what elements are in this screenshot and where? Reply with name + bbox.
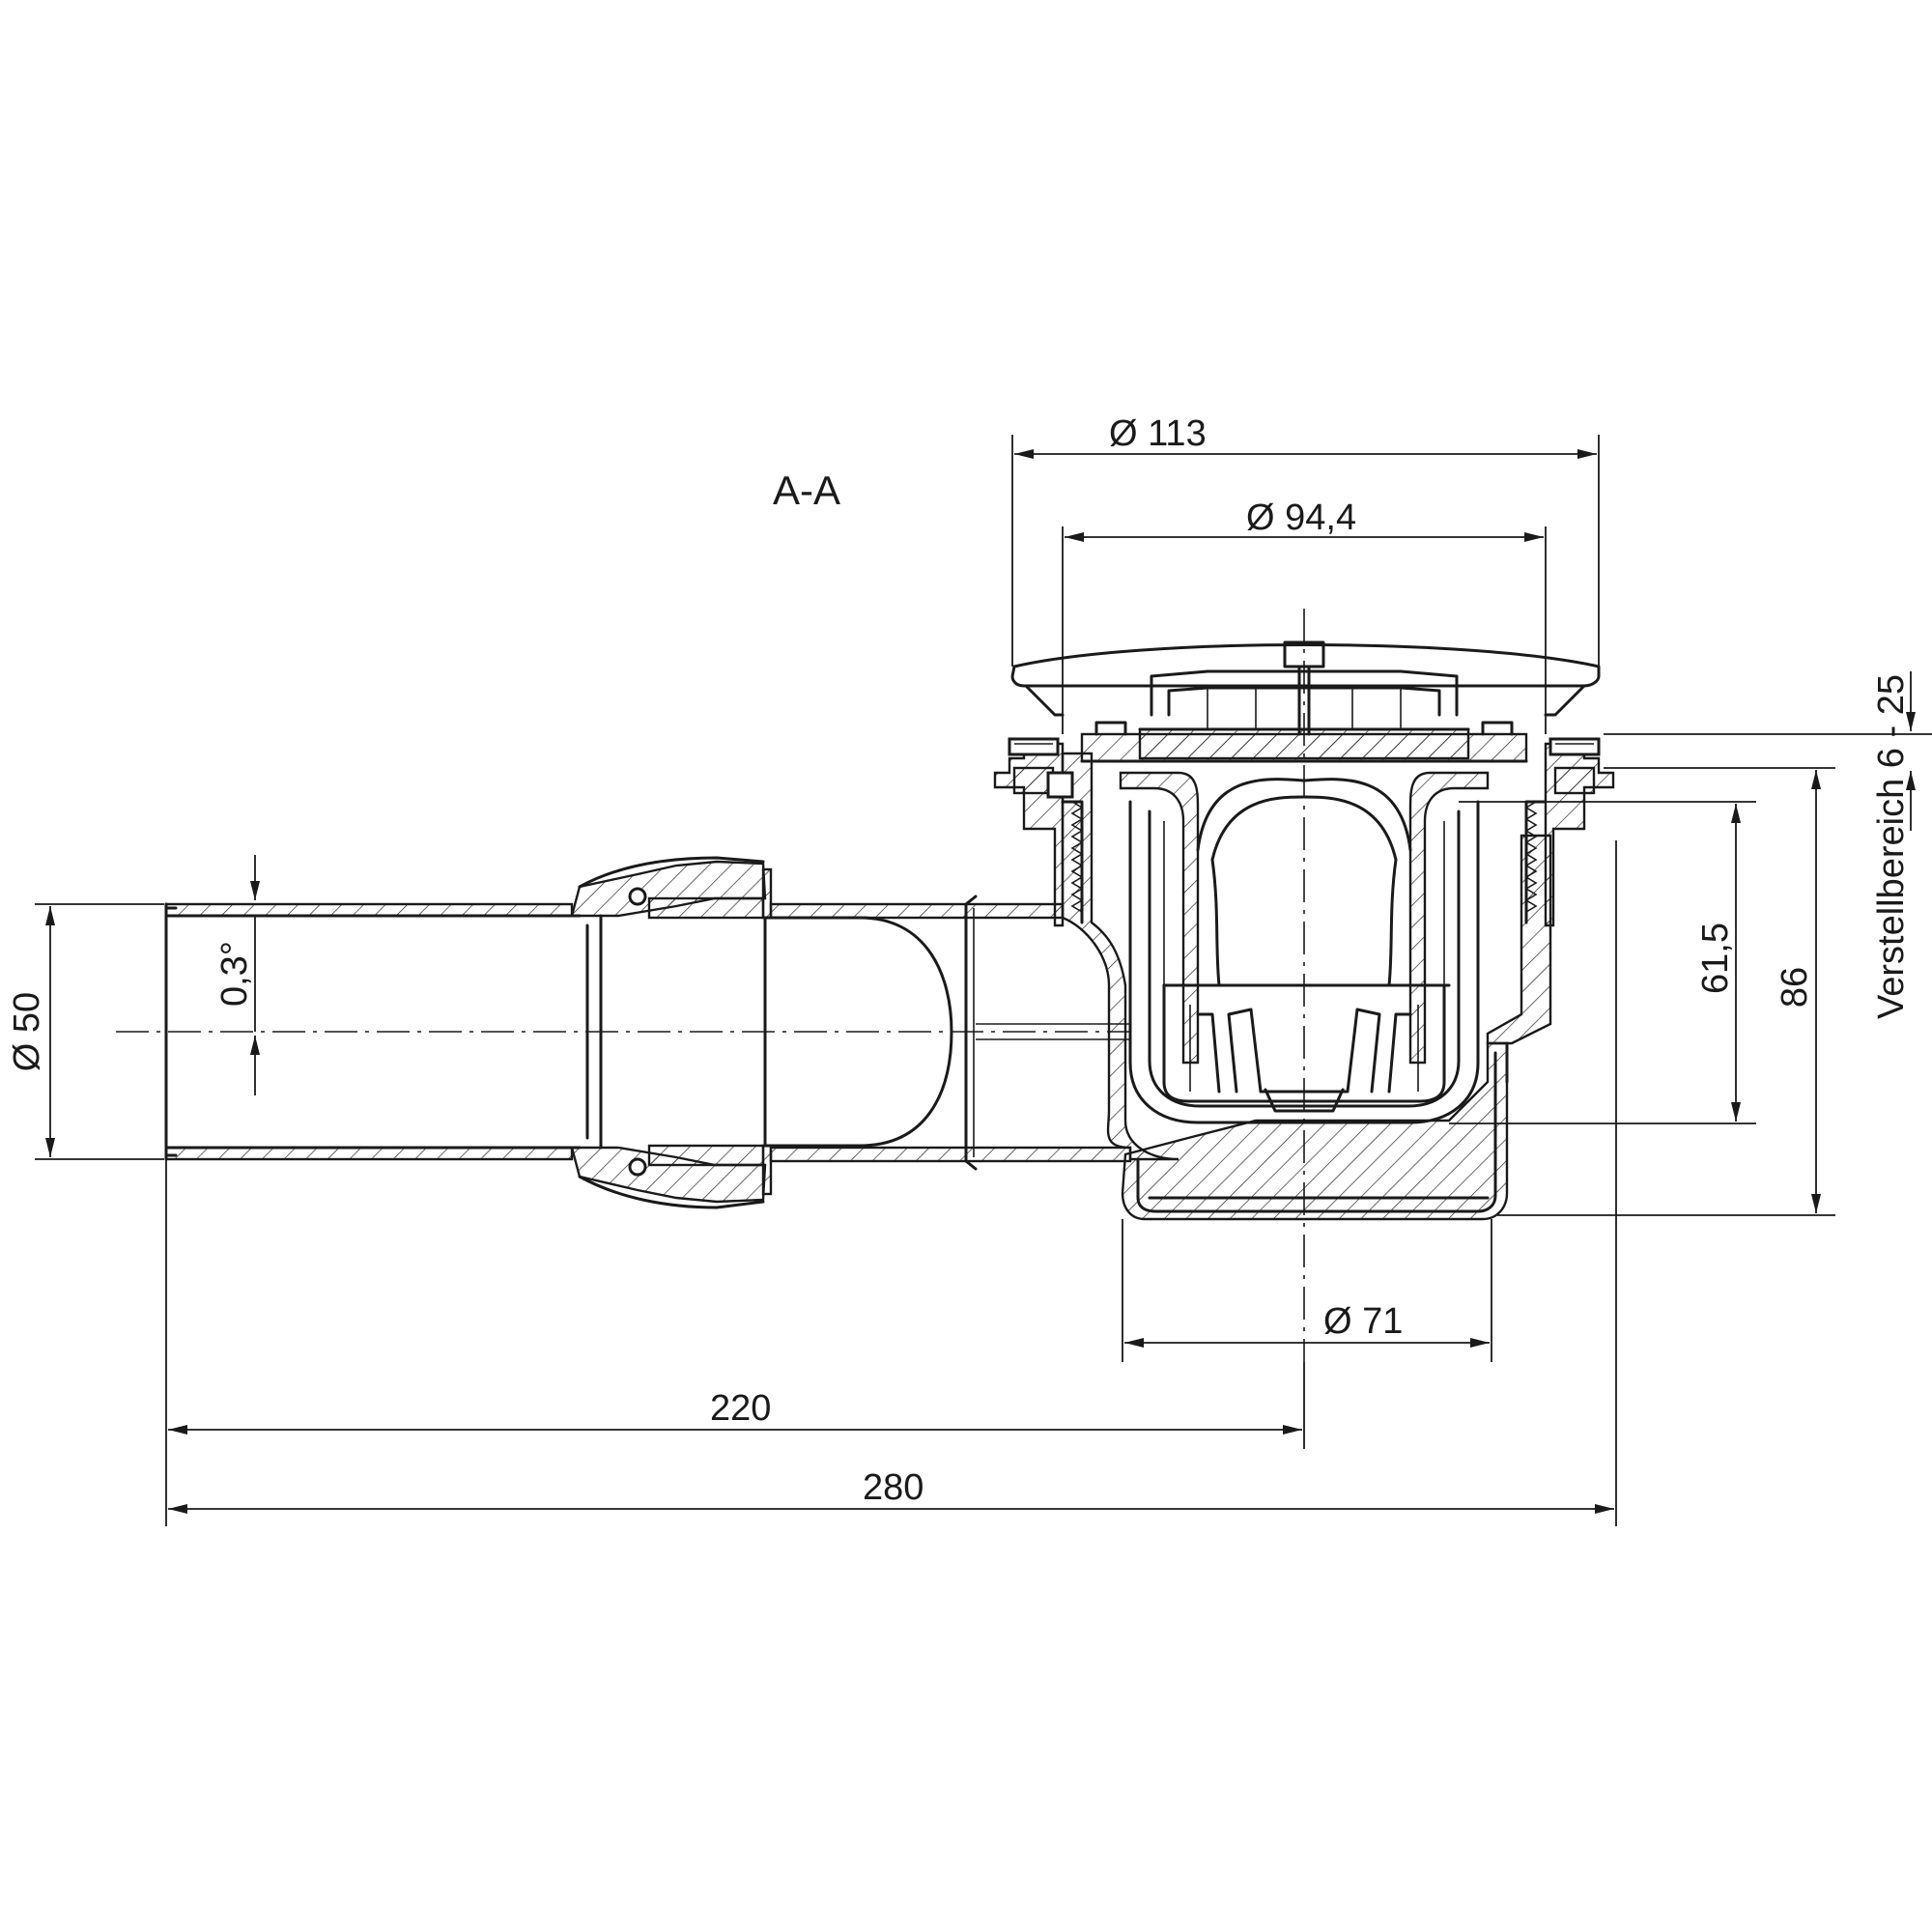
section-label: A-A: [773, 468, 840, 513]
label-pipe-diameter: Ø 50: [7, 992, 47, 1071]
label-slope: 0,3°: [214, 941, 255, 1007]
dimension-total-height: 86: [1497, 767, 1835, 1216]
label-outer-cover-diameter: Ø 113: [1109, 413, 1207, 454]
label-overall-length: 280: [863, 1467, 923, 1508]
label-water-seal-height: 61,5: [1695, 923, 1736, 994]
dimension-slope: 0,3°: [214, 855, 260, 1095]
dimension-overall-length: 280: [168, 840, 1617, 1526]
dimension-adjustment-range: Verstellbereich 6 - 25: [1604, 671, 1932, 1019]
dimension-center-distance: 220: [165, 1159, 1305, 1526]
label-total-height: 86: [1775, 967, 1815, 1008]
label-adjustment-range: Verstellbereich 6 - 25: [1871, 674, 1912, 1019]
center-lines: [116, 609, 1305, 1362]
dimension-trap: Ø 71: [1122, 1219, 1492, 1362]
outlet-pipe: [164, 902, 582, 1161]
dimension-inner-cover: Ø 94,4: [1062, 497, 1547, 734]
dimension-pipe: Ø 50: [7, 903, 164, 1160]
label-trap-diameter: Ø 71: [1323, 1301, 1403, 1342]
connector-pipe: [763, 895, 1132, 1171]
dimension-outer-cover: Ø 113: [1011, 413, 1600, 667]
pipe-coupling: [570, 856, 773, 1209]
dimension-water-seal: 61,5: [1449, 801, 1756, 1124]
label-inner-cover-diameter: Ø 94,4: [1246, 497, 1356, 538]
label-center-distance: 220: [710, 1388, 771, 1429]
drain-body: [1061, 752, 1552, 1221]
